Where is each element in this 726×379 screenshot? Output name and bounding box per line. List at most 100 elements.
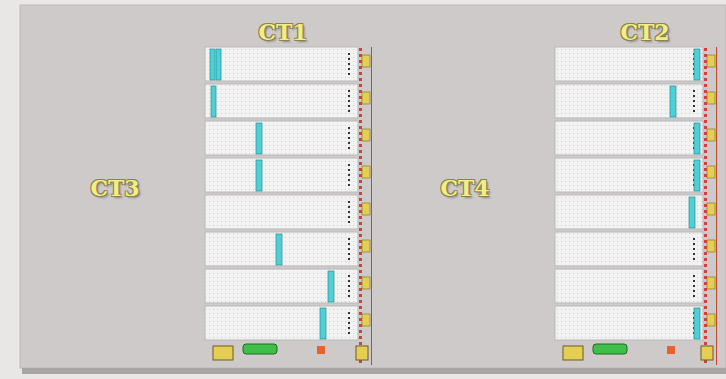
crane-marker bbox=[348, 184, 350, 186]
crane-marker bbox=[348, 58, 350, 60]
quay-line bbox=[359, 47, 362, 365]
crane-marker bbox=[348, 174, 350, 176]
crane-marker bbox=[348, 275, 350, 277]
container-stack bbox=[328, 271, 334, 302]
crane-marker bbox=[693, 275, 695, 277]
crane-marker bbox=[348, 127, 350, 129]
crane-marker bbox=[693, 95, 695, 97]
crane-marker bbox=[348, 90, 350, 92]
crane-marker bbox=[348, 95, 350, 97]
crane-marker bbox=[348, 63, 350, 65]
crane-marker bbox=[348, 238, 350, 240]
container-row bbox=[205, 158, 358, 192]
crane-marker bbox=[693, 248, 695, 250]
container-stack bbox=[670, 86, 676, 117]
crane-icon bbox=[362, 166, 370, 178]
container-row bbox=[555, 121, 703, 155]
crane-marker bbox=[348, 290, 350, 292]
terminal-label: CT1 bbox=[258, 21, 307, 43]
crane-marker bbox=[693, 285, 695, 287]
crane-icon bbox=[707, 55, 715, 67]
crane-marker bbox=[348, 243, 350, 245]
gate-icon bbox=[563, 346, 583, 360]
crane-marker bbox=[348, 105, 350, 107]
crane-marker bbox=[348, 253, 350, 255]
container-row bbox=[555, 232, 703, 266]
container-stack bbox=[211, 86, 216, 117]
crane-icon bbox=[362, 92, 370, 104]
crane-marker bbox=[348, 211, 350, 213]
container-row bbox=[205, 121, 358, 155]
crane-marker bbox=[348, 147, 350, 149]
terminal-label: CT3 bbox=[90, 177, 139, 199]
container-stack bbox=[694, 123, 700, 154]
gate-icon bbox=[701, 346, 713, 360]
crane-marker bbox=[348, 206, 350, 208]
crane-icon bbox=[707, 240, 715, 252]
container-stack bbox=[256, 160, 262, 191]
crane-marker bbox=[693, 290, 695, 292]
crane-marker bbox=[693, 280, 695, 282]
crane-marker bbox=[693, 295, 695, 297]
container-row bbox=[205, 195, 358, 229]
crane-marker bbox=[348, 280, 350, 282]
crane-marker bbox=[348, 179, 350, 181]
crane-marker bbox=[348, 332, 350, 334]
crane-marker bbox=[348, 201, 350, 203]
terminal-label: CT4 bbox=[440, 177, 489, 199]
crane-icon bbox=[362, 240, 370, 252]
container-stack bbox=[276, 234, 282, 265]
container-stack bbox=[689, 197, 695, 228]
container-stack bbox=[216, 49, 221, 80]
gate-icon bbox=[213, 346, 233, 360]
crane-icon bbox=[707, 92, 715, 104]
quay-line bbox=[704, 47, 707, 365]
container-row bbox=[555, 158, 703, 192]
crane-icon bbox=[362, 314, 370, 326]
crane-marker bbox=[693, 90, 695, 92]
crane-icon bbox=[362, 277, 370, 289]
container-stack bbox=[694, 308, 700, 339]
quay-edge bbox=[371, 47, 372, 365]
crane-marker bbox=[348, 164, 350, 166]
crane-icon bbox=[362, 203, 370, 215]
crane-marker bbox=[348, 248, 350, 250]
container-row bbox=[205, 47, 358, 81]
crane-marker bbox=[693, 253, 695, 255]
container-row bbox=[555, 306, 703, 340]
container-row bbox=[555, 269, 703, 303]
crane-marker bbox=[348, 322, 350, 324]
crane-marker bbox=[348, 53, 350, 55]
truck-icon bbox=[243, 344, 277, 354]
container-row bbox=[205, 306, 358, 340]
container-row bbox=[205, 232, 358, 266]
crane-marker bbox=[693, 258, 695, 260]
crane-marker bbox=[348, 100, 350, 102]
crane-marker bbox=[693, 110, 695, 112]
crane-marker bbox=[348, 110, 350, 112]
crane-marker bbox=[348, 285, 350, 287]
vehicle-icon bbox=[667, 346, 675, 354]
crane-icon bbox=[362, 55, 370, 67]
container-row bbox=[205, 84, 358, 118]
container-stack bbox=[694, 49, 700, 80]
crane-marker bbox=[348, 221, 350, 223]
crane-marker bbox=[348, 132, 350, 134]
container-row bbox=[555, 195, 703, 229]
crane-marker bbox=[348, 68, 350, 70]
container-stack bbox=[256, 123, 262, 154]
container-row bbox=[555, 47, 703, 81]
container-stack bbox=[320, 308, 326, 339]
crane-marker bbox=[348, 317, 350, 319]
container-stack bbox=[210, 49, 215, 80]
crane-marker bbox=[348, 327, 350, 329]
crane-icon bbox=[707, 166, 715, 178]
crane-marker bbox=[348, 169, 350, 171]
crane-marker bbox=[693, 105, 695, 107]
crane-icon bbox=[707, 277, 715, 289]
truck-icon bbox=[593, 344, 627, 354]
quay-edge bbox=[716, 47, 717, 365]
crane-icon bbox=[362, 129, 370, 141]
container-stack bbox=[694, 160, 700, 191]
